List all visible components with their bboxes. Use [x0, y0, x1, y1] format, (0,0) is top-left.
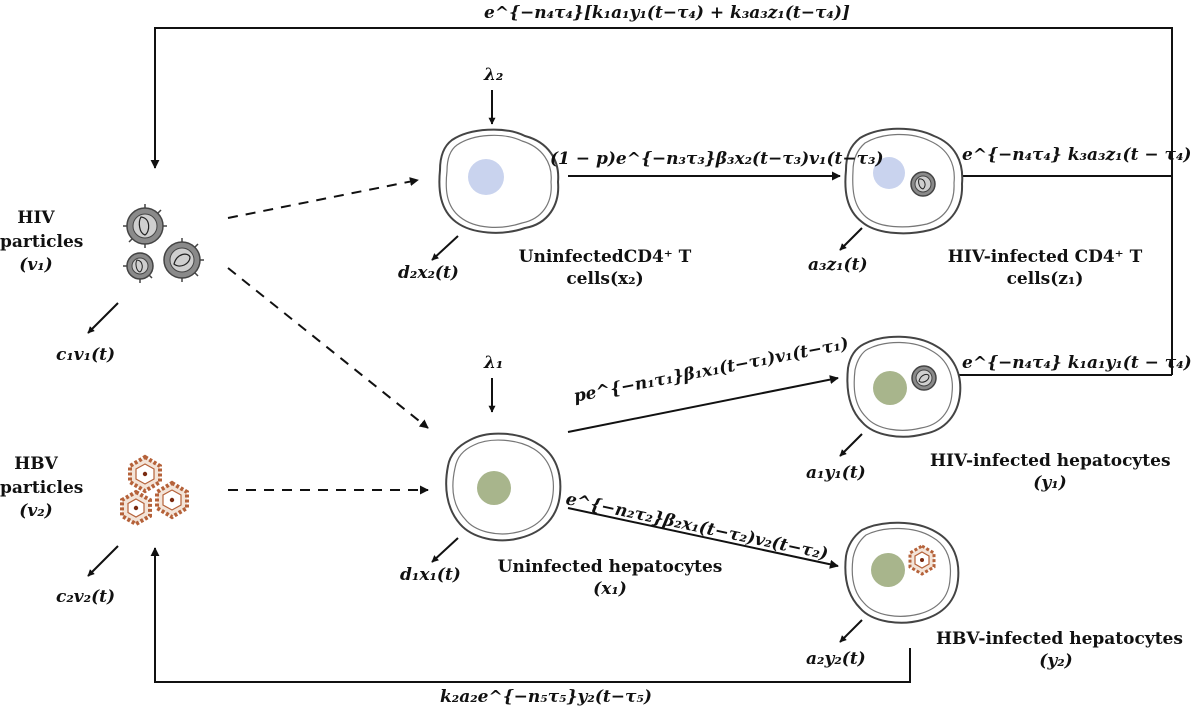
- lambda1-label: λ₁: [484, 353, 504, 373]
- hbv-virion-icon: [128, 454, 162, 494]
- death-x1-label: d₁x₁(t): [400, 565, 461, 585]
- death-v1-arrow: [87, 302, 119, 334]
- hbv-virion-icon: [120, 489, 152, 527]
- hbv-infected-hepatocytes-symbol: (y₂): [1039, 651, 1073, 671]
- hbv-virion-icon: [155, 480, 189, 520]
- top-feedback-line: [150, 27, 1173, 375]
- hiv-infected-hepatocyte-cell-icon: [846, 335, 962, 438]
- death-y2-label: a₂y₂(t): [806, 649, 866, 669]
- hiv-particles-name: HIV particles: [0, 208, 84, 252]
- uninfected-cd4-label: UninfectedCD4⁺ T cells(x₂): [500, 246, 710, 290]
- hiv-particles-icon: [123, 204, 204, 283]
- hiv-virion-icon: [911, 365, 937, 391]
- hbv-particles-icon: [120, 454, 189, 527]
- hbv-particles-name: HBV particles: [0, 454, 84, 498]
- death-x2-arrow: [431, 235, 459, 261]
- hbv-infected-hepatocytes-label: HBV-infected hepatocytes (y₂): [936, 628, 1183, 672]
- hiv-infected-cd4-name: HIV-infected CD4⁺ T: [947, 247, 1143, 267]
- uninfected-cd4-name2: cells(x₂): [566, 269, 644, 289]
- hiv-particles-symbol: (v₁): [19, 255, 53, 275]
- hbv-virion-icon: [908, 544, 936, 576]
- uninfected-cd4-cell-icon: [438, 128, 560, 234]
- hepatocyte-hiv-infection-arrow: [567, 375, 839, 433]
- hiv-to-cd4-dashed-arrow: [227, 177, 419, 219]
- hiv-virion-icon: [163, 238, 204, 282]
- bottom-feedback-line: [150, 547, 911, 683]
- death-z1-label: a₃z₁(t): [808, 255, 868, 275]
- bottom-feedback-rate: k₂a₂e^{−n₅τ₅}y₂(t−τ₅): [440, 687, 652, 707]
- hepatocyte-hbv-infection-arrow: [567, 507, 839, 569]
- death-y1-arrow: [839, 433, 863, 457]
- death-y2-arrow: [839, 619, 863, 643]
- hbv-particles-label: HBV particles (v₂): [0, 452, 84, 522]
- death-z1-arrow: [839, 227, 863, 251]
- hiv-virion-icon: [123, 204, 167, 248]
- hiv-infected-cd4-label: HIV-infected CD4⁺ T cells(z₁): [940, 246, 1150, 290]
- hiv-particles-label: HIV particles (v₁): [0, 206, 84, 276]
- uninfected-hepatocytes-symbol: (x₁): [593, 579, 627, 599]
- hbv-infected-hepatocytes-name: HBV-infected hepatocytes: [936, 629, 1183, 649]
- uninfected-hepatocytes-label: Uninfected hepatocytes (x₁): [490, 556, 730, 600]
- hbv-particles-symbol: (v₂): [19, 501, 53, 521]
- top-feedback-rate: e^{−n₄τ₄}[k₁a₁y₁(t−τ₄) + k₃a₃z₁(t−τ₄)]: [484, 3, 850, 23]
- lambda2-label: λ₂: [484, 65, 504, 85]
- hiv-virion-icon: [123, 252, 154, 283]
- cd4-infection-rate: (1 − p)e^{−n₃τ₃}β₃x₂(t−τ₃)v₁(t−τ₃): [550, 149, 884, 169]
- y1-production-rate: e^{−n₄τ₄} k₁a₁y₁(t − τ₄): [962, 353, 1192, 373]
- hiv-virion-icon: [910, 171, 936, 197]
- uninfected-hepatocytes-name: Uninfected hepatocytes: [497, 557, 723, 577]
- hepatocyte-nucleus: [477, 471, 511, 505]
- death-x2-label: d₂x₂(t): [398, 263, 459, 283]
- death-v2-arrow: [87, 545, 119, 577]
- hiv-infected-hepatocytes-name: HIV-infected hepatocytes: [930, 451, 1171, 471]
- death-x1-arrow: [431, 537, 459, 563]
- cd4-nucleus: [468, 159, 504, 195]
- hbv-infected-hepatocyte-cell-icon: [844, 521, 960, 624]
- death-v2-label: c₂v₂(t): [56, 587, 116, 607]
- hiv-infected-hepatocytes-symbol: (y₁): [1033, 473, 1067, 493]
- hiv-infected-cd4-name2: cells(z₁): [1006, 269, 1084, 289]
- z1-production-rate: e^{−n₄τ₄} k₃a₃z₁(t − τ₄): [962, 145, 1192, 165]
- death-v1-label: c₁v₁(t): [56, 345, 116, 365]
- hiv-to-hepatocyte-dashed-arrow: [227, 267, 429, 429]
- uninfected-cd4-name: UninfectedCD4⁺ T: [518, 247, 692, 267]
- hiv-infected-cd4-cell-icon: [844, 127, 964, 235]
- death-y1-label: a₁y₁(t): [806, 463, 866, 483]
- hiv-infected-hepatocytes-label: HIV-infected hepatocytes (y₁): [930, 450, 1171, 494]
- uninfected-hepatocyte-cell-icon: [445, 432, 562, 542]
